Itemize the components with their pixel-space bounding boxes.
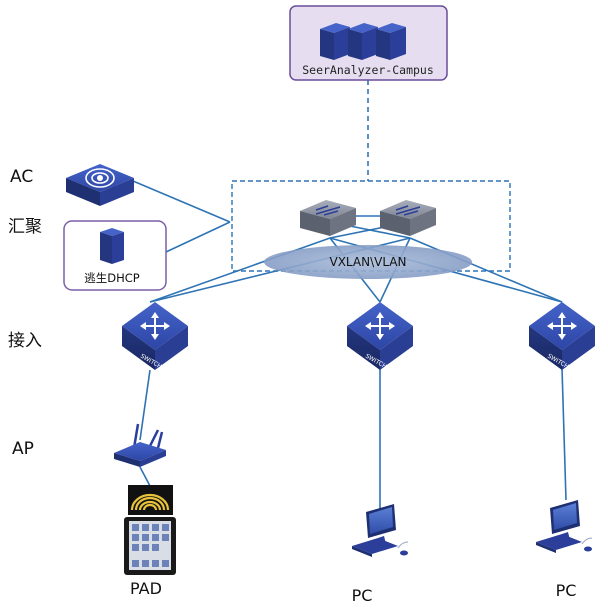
pc-right[interactable] [536, 500, 593, 553]
pad-device[interactable] [124, 485, 176, 575]
wireless-ap-icon [114, 423, 166, 467]
vxlan-fabric [264, 245, 472, 279]
layer-label-ac: AC [10, 167, 33, 187]
layer-label-access: 接入 [8, 331, 42, 351]
ac-controller[interactable] [66, 164, 134, 206]
links [132, 80, 567, 530]
dhcp-server[interactable]: 逃生DHCP [63, 220, 167, 291]
pc-center[interactable] [352, 504, 409, 557]
endpoint-label-pad: PAD [130, 579, 162, 598]
desktop-pc-icon [352, 504, 409, 557]
analyzer-label: SeerAnalyzer-Campus [302, 63, 434, 77]
desktop-pc-icon [536, 500, 593, 553]
right-access-to-pc-link [561, 367, 567, 501]
access-switch-icon: SWITCH [122, 302, 188, 370]
access-switch-right[interactable]: SWITCH [529, 302, 595, 370]
endpoint-label-pc-right: PC [556, 581, 577, 600]
core-switch-icon [380, 200, 436, 236]
wireless-ap[interactable] [114, 423, 166, 487]
core-to-left-access-link [149, 237, 331, 303]
endpoint-label-pc-center: PC [352, 586, 373, 605]
layer-label-aggregation: 汇聚 [8, 217, 42, 237]
ac-link [132, 180, 231, 223]
dhcp-link [165, 221, 231, 253]
tablet-icon [124, 517, 176, 575]
server-tower-icon [100, 228, 124, 264]
access-switch-center[interactable]: SWITCH [347, 302, 413, 370]
wifi-signal-icon [128, 485, 173, 515]
server-cluster-icon [320, 23, 406, 60]
access-switch-icon: SWITCH [347, 302, 413, 370]
core-to-right-access-link-2 [409, 237, 563, 303]
analyzer-node[interactable]: SeerAnalyzer-Campus [289, 5, 448, 81]
core-switch-right[interactable] [380, 200, 436, 236]
core-switch-icon [300, 200, 356, 236]
layer-label-ap: AP [12, 439, 34, 459]
vxlan-label: VXLAN\VLAN [330, 255, 407, 269]
core-switch-left[interactable] [300, 200, 356, 236]
access-switch-icon: SWITCH [529, 302, 595, 370]
left-access-to-ap-link [139, 369, 151, 441]
ac-controller-icon [66, 164, 134, 206]
ap-to-pad-link [139, 466, 151, 487]
access-switch-left[interactable]: SWITCH [122, 302, 188, 370]
dhcp-label: 逃生DHCP [84, 271, 140, 285]
